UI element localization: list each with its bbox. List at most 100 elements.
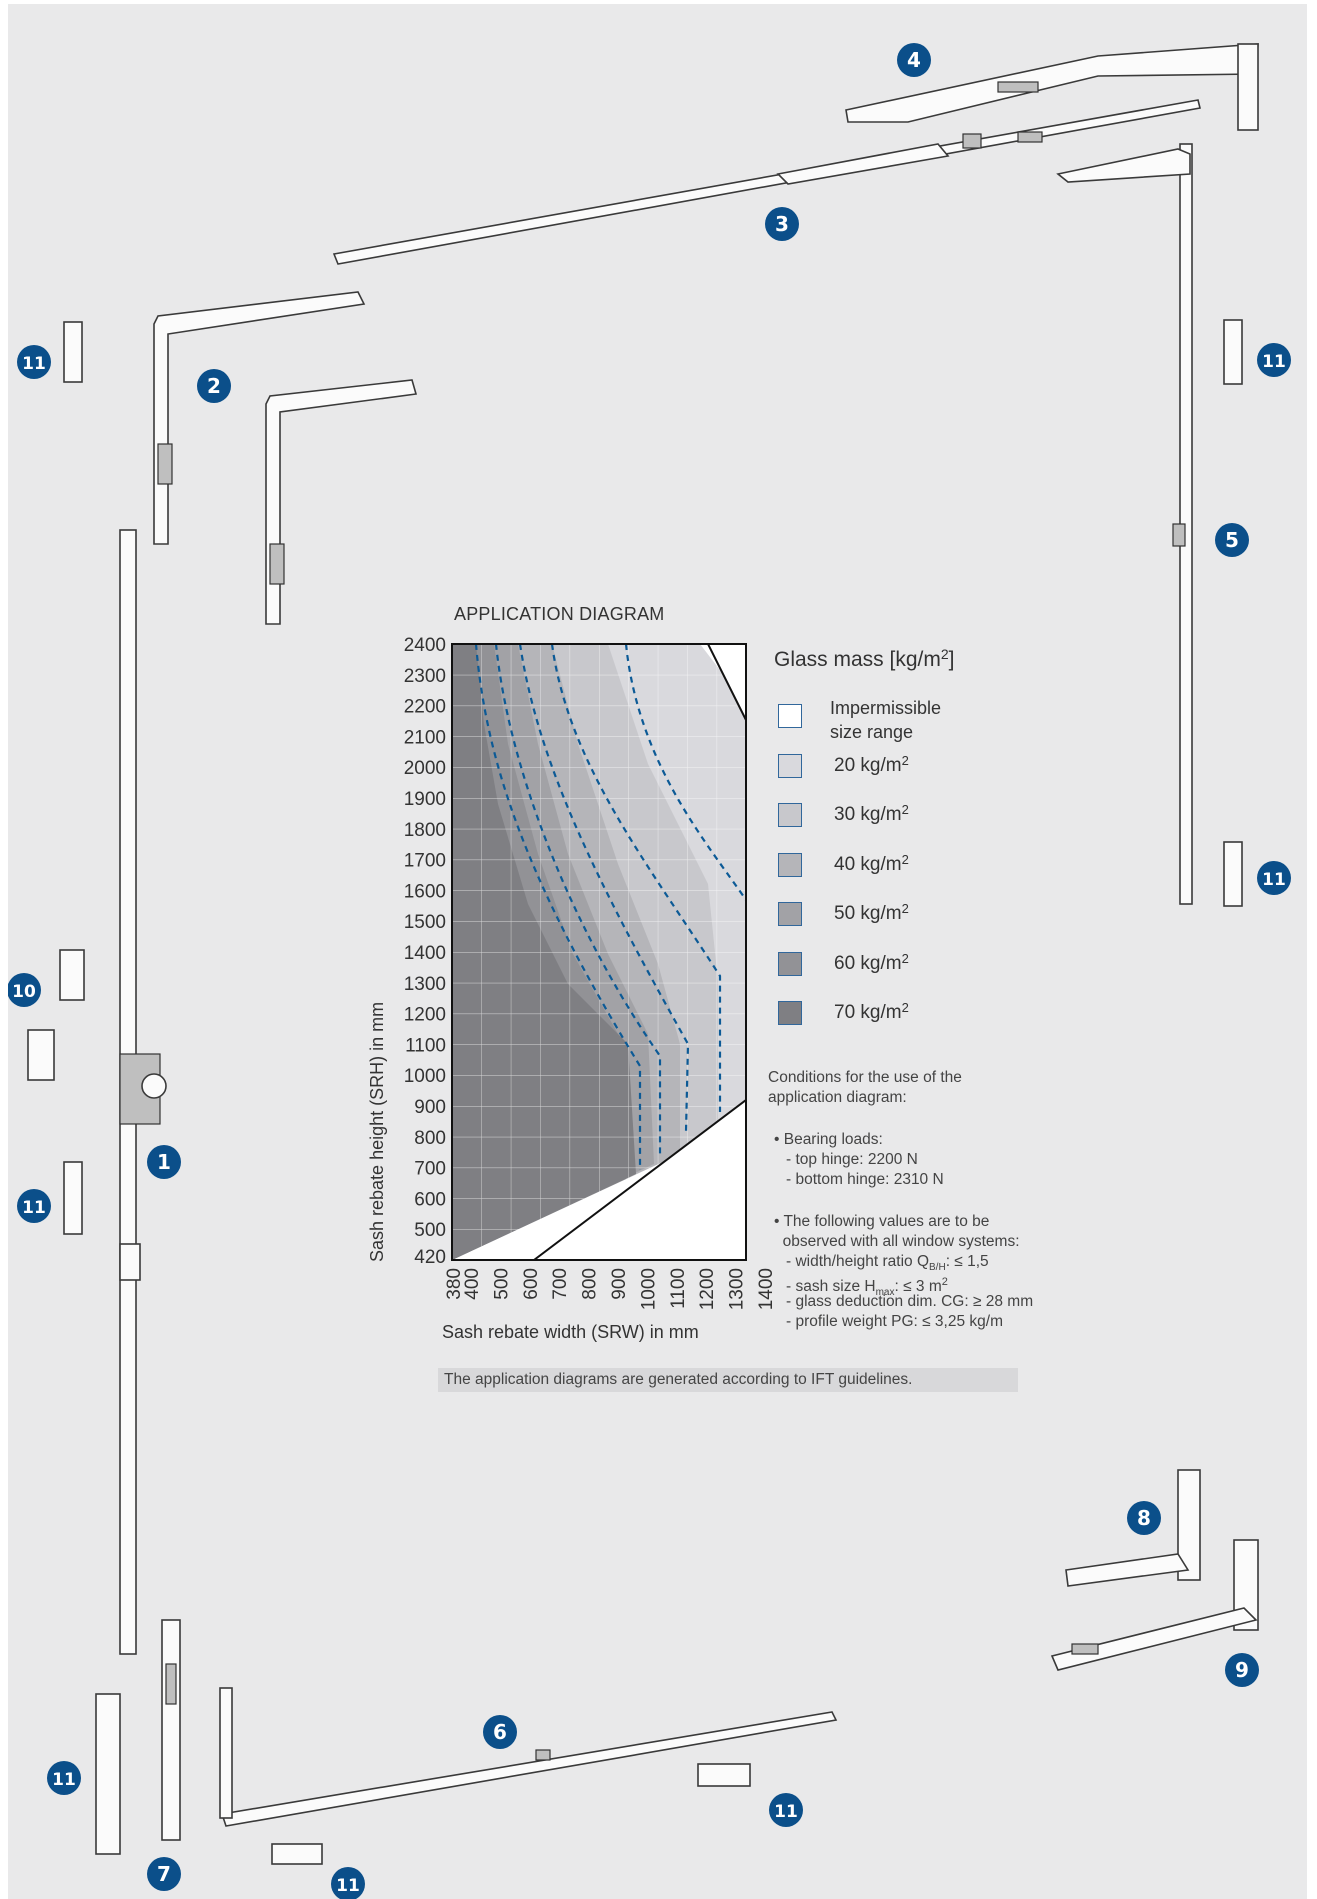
x-tick-1200: 1200 [697,1268,718,1310]
plot-area [452,644,746,1260]
legend-label: 30 kg/m2 [834,802,909,825]
badge-11d: 11 [17,1189,51,1223]
part-5-vertical-bar [1056,143,1193,905]
part-4-stay-arm [845,43,1259,131]
x-tick-1000: 1000 [638,1268,659,1310]
svg-text:11: 11 [1262,352,1286,372]
illustration-canvas: 4 3 2 5 1 10 11 11 11 11 11 11 11 6 7 8 … [8,4,1307,1899]
legend-item: Impermissible size range [778,698,1018,742]
svg-text:1: 1 [157,1150,171,1174]
y-tick-600: 600 [414,1189,446,1210]
footnote-text: The application diagrams are generated a… [444,1371,913,1388]
diagram-title: APPLICATION DIAGRAM [454,604,665,624]
y-tick-1400: 1400 [404,943,446,964]
y-tick-1200: 1200 [404,1005,446,1026]
bearing-top: - top hinge: 2200 N [786,1151,918,1168]
profile-line: - profile weight PG: ≤ 3,25 kg/m [786,1313,1003,1330]
y-tick-2100: 2100 [404,727,446,748]
legend-title-sup: 2 [940,646,949,662]
y-tick-800: 800 [414,1128,446,1149]
legend-label-sup: 2 [901,950,909,966]
badge-1: 1 [147,1145,181,1179]
ratio-pre: - width/height ratio Q [786,1253,930,1270]
x-axis-label: Sash rebate width (SRW) in mm [442,1322,699,1342]
y-tick-1100: 1100 [405,1035,446,1056]
svg-text:11: 11 [22,354,46,374]
curve-60 [474,644,642,1170]
bearing-title: • Bearing loads: [774,1131,883,1148]
y-tick-2300: 2300 [404,666,446,687]
svg-text:11: 11 [774,1802,798,1822]
y-tick-2200: 2200 [404,697,446,718]
x-tick-400: 400 [462,1268,483,1300]
y-tick-500: 500 [414,1220,446,1241]
legend-label: 50 kg/m2 [834,901,909,924]
hardware-parts-drawing: 4 3 2 5 1 10 11 11 11 11 11 11 11 6 7 8 … [8,43,1291,1899]
plot-frame [451,643,747,1261]
badge-11c: 11 [1257,861,1291,895]
legend-label: 60 kg/m2 [834,950,909,974]
legend-swatch [778,704,802,728]
svg-text:11: 11 [52,1770,76,1790]
legend-label: 70 kg/m2 [834,1000,909,1023]
sash-line: - sash size Hmax: ≤ 3 m2 [786,1272,948,1303]
y-tick-1700: 1700 [404,851,446,872]
x-tick-1300: 1300 [727,1268,748,1310]
legend-label: 40 kg/m2 [834,851,909,875]
x-tick-600: 600 [521,1268,542,1300]
badge-7: 7 [147,1857,181,1891]
badge-8: 8 [1127,1501,1161,1535]
svg-text:4: 4 [907,48,921,72]
badge-6: 6 [483,1715,517,1749]
part-7-corner [161,1619,181,1841]
x-tick-900: 900 [609,1268,630,1300]
y-tick-420: 420 [414,1247,446,1268]
legend-label-sup: 2 [901,1000,909,1015]
x-tick-800: 800 [580,1268,601,1300]
svg-text:6: 6 [493,1720,507,1744]
dashed-curves [474,644,746,1170]
y-tick-1800: 1800 [404,820,446,841]
legend-item: 70 kg/m2 [778,999,1018,1027]
sash-pre: - sash size H [786,1278,876,1295]
legend-item: 20 kg/m2 [778,752,1018,780]
legend-swatch [778,902,802,926]
legend-label: Impermissible size range [830,698,942,742]
legend-label-sup: 2 [901,752,909,768]
sash-sub: max [875,1287,895,1298]
legend-title-main: Glass mass [kg/m [774,648,941,671]
legend-swatch [778,753,802,778]
x-tick-1100: 1100 [668,1268,689,1309]
badge-11b: 11 [1257,343,1291,377]
svg-text:11: 11 [336,1876,360,1896]
y-tick-1000: 1000 [404,1066,446,1087]
svg-text:8: 8 [1137,1506,1151,1530]
badge-10: 10 [8,973,41,1007]
legend-title-end: ] [948,648,955,671]
badge-11a: 11 [17,345,51,379]
svg-text:10: 10 [12,982,36,1002]
svg-text:9: 9 [1235,1658,1249,1682]
legend-item: 30 kg/m2 [778,801,1018,829]
application-diagram-chart: 2400230022002100200019001800170016001500… [367,635,777,1342]
y-tick-700: 700 [414,1159,446,1180]
y-axis-ticks: 2400230022002100200019001800170016001500… [404,635,446,1268]
y-tick-1900: 1900 [404,789,446,810]
conditions-heading: Conditions for the use of the applicatio… [768,1069,962,1106]
legend-label-sup: 2 [901,802,909,817]
svg-text:7: 7 [157,1862,171,1886]
badge-11e: 11 [47,1761,81,1795]
part-2-corner-drive [153,291,418,625]
legend-title: Glass mass [kg/m2] [774,646,955,672]
x-tick-380: 380 [444,1268,465,1300]
badge-11f: 11 [769,1793,803,1827]
bearing-bottom: - bottom hinge: 2310 N [786,1171,944,1188]
part-11-keepers [63,319,1243,1865]
impermissible-top-right [706,644,746,721]
svg-text:2: 2 [207,374,221,398]
sash-post: : ≤ 3 m [894,1278,942,1295]
legend-label: 20 kg/m2 [834,752,909,776]
values-title: • The following values are to be observe… [774,1213,1020,1250]
legend-label-sup: 2 [901,901,909,916]
